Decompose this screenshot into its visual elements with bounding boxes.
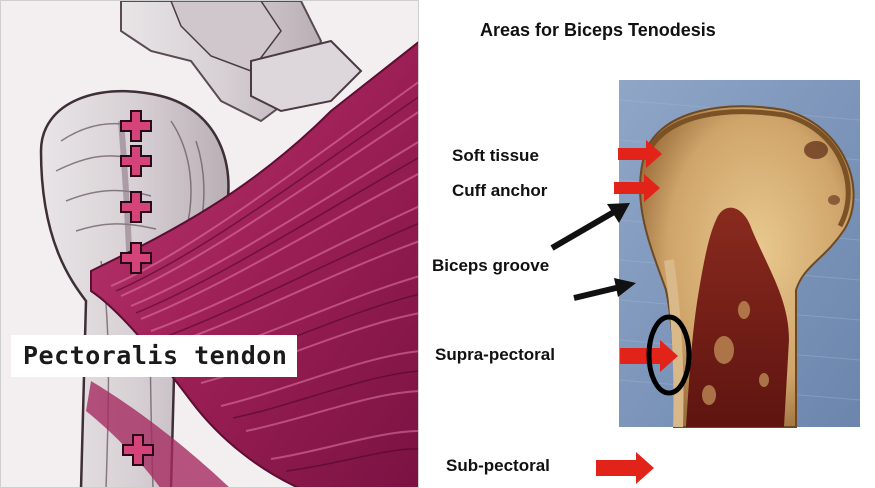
shoulder-illustration [1,1,419,488]
plus-marker-icon [119,144,153,178]
tenodesis-areas-panel: Areas for Biceps Tenodesis [424,0,875,488]
label-soft-tissue: Soft tissue [452,146,539,166]
biceps-groove-arrow-upper-icon [552,212,614,248]
plus-marker-icon [119,190,153,224]
label-cuff-anchor: Cuff anchor [452,181,547,201]
humerus-section-photo [424,0,875,488]
label-biceps-groove: Biceps groove [432,256,549,276]
plus-marker-icon [119,109,153,143]
anatomy-illustration-panel: Pectoralis tendon [0,0,419,488]
plus-marker-icon [119,241,153,275]
biceps-groove-arrow-lower-icon [574,287,620,298]
label-sub-pectoral: Sub-pectoral [446,456,550,476]
sub-pectoral-arrow-icon [596,452,654,484]
label-supra-pectoral: Supra-pectoral [435,345,555,365]
plus-marker-icon [121,433,155,467]
pectoralis-tendon-label: Pectoralis tendon [23,341,287,370]
